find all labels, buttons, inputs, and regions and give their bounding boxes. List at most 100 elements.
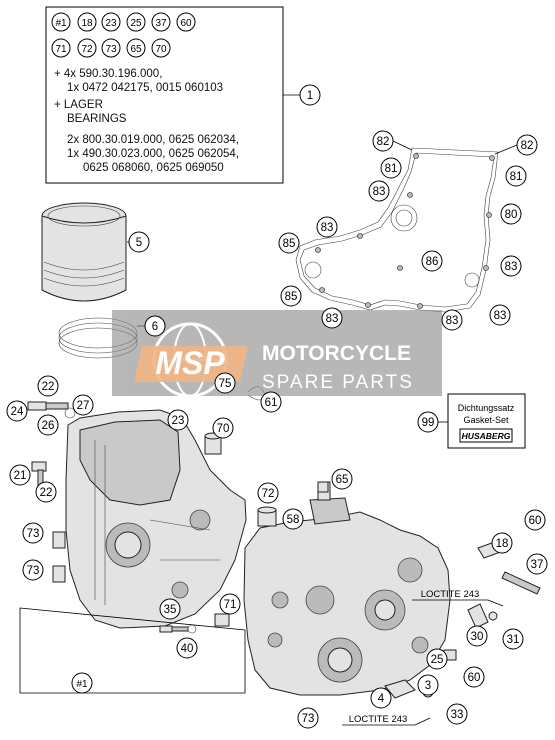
callout-4: 4 xyxy=(370,687,392,709)
watermark-subtitle: SPARE PARTS xyxy=(262,372,414,393)
callout-number: 21 xyxy=(14,470,27,482)
callout-73c: 73 xyxy=(297,707,319,729)
callout-number: 3 xyxy=(425,680,431,692)
callout-37: 37 xyxy=(526,553,548,575)
kit-ref: 37 xyxy=(155,18,167,29)
callout-number: 83 xyxy=(505,261,518,273)
kit-row-1: #1 18 23 25 37 60 xyxy=(51,12,196,32)
kit-line: BEARINGS xyxy=(67,113,127,125)
callout-number: 73 xyxy=(27,528,40,540)
callout-24: 24 xyxy=(6,400,28,422)
right-crankcase-drawing xyxy=(243,481,451,696)
callout-70: 70 xyxy=(212,417,234,439)
callout-60b: 60 xyxy=(463,666,485,688)
callout-99: 99 xyxy=(417,411,439,433)
callout-number: 60 xyxy=(468,672,481,684)
kit-line: 2x 800.30.019.000, 0625 062034, xyxy=(67,134,239,146)
gasket-set-line2: Gasket-Set xyxy=(463,415,509,425)
callout-72: 72 xyxy=(257,482,279,504)
callout-number: 85 xyxy=(285,291,298,303)
callout-18: 18 xyxy=(491,532,513,554)
watermark: MSP MOTORCYCLE SPARE PARTS xyxy=(112,310,442,398)
callout-number: 1 xyxy=(307,90,313,102)
callouts: 1 5 6 82 82 81 81 83 80 83 85 86 83 85 8… xyxy=(6,84,548,729)
callout-3: 3 xyxy=(417,674,439,696)
callout-31: 31 xyxy=(502,628,524,650)
callout-82b: 82 xyxy=(516,134,538,156)
callout-83d: 83 xyxy=(321,307,343,329)
callout-number: 83 xyxy=(373,186,386,198)
kit-line: 1x 0472 042175, 0015 060103 xyxy=(67,82,223,94)
callout-number: 26 xyxy=(42,420,55,432)
callout-number: 24 xyxy=(11,406,24,418)
callout-65: 65 xyxy=(331,468,353,490)
callout-number: 82 xyxy=(377,136,390,148)
callout-5: 5 xyxy=(128,231,150,253)
callout-number: 81 xyxy=(510,171,523,183)
callout-number: 31 xyxy=(507,634,520,646)
callout-number: 82 xyxy=(521,140,534,152)
callout-number: 83 xyxy=(494,310,507,322)
callout-number: 60 xyxy=(529,515,542,527)
kit-ref: #1 xyxy=(55,18,67,29)
callout-number: 5 xyxy=(136,237,142,249)
kit-ref: 72 xyxy=(81,44,93,55)
callout-61: 61 xyxy=(260,391,282,413)
callout-6: 6 xyxy=(144,315,166,337)
callout-25: 25 xyxy=(426,648,448,670)
callout-80: 80 xyxy=(500,203,522,225)
callout-83a: 83 xyxy=(368,180,390,202)
watermark-logo: MSP xyxy=(155,345,225,381)
callout-75: 75 xyxy=(214,372,236,394)
loctite-label-top: LOCTITE 243 xyxy=(421,589,480,600)
callout-number: 35 xyxy=(164,604,177,616)
callout-22b: 22 xyxy=(35,481,57,503)
kit-ref: 25 xyxy=(130,18,142,29)
callout-number: 73 xyxy=(27,565,40,577)
callout-83b: 83 xyxy=(316,216,338,238)
gasket-set-line1: Dichtungssatz xyxy=(458,403,515,413)
callout-number: 33 xyxy=(451,709,464,721)
kit-ref: 65 xyxy=(130,44,142,55)
callout-number: 27 xyxy=(77,400,90,412)
callout-23: 23 xyxy=(167,409,189,431)
small-parts-drawing xyxy=(27,386,541,699)
loctite-label-bottom: LOCTITE 243 xyxy=(349,714,408,725)
kit-ref: 23 xyxy=(105,18,117,29)
callout-number: 70 xyxy=(217,423,230,435)
callout-58: 58 xyxy=(282,508,304,530)
callout-number: 58 xyxy=(287,514,300,526)
piston-drawing xyxy=(41,202,130,302)
callout-number: 22 xyxy=(40,487,53,499)
callout-number: 25 xyxy=(431,654,444,666)
callout-number: 18 xyxy=(496,538,509,550)
callout-35: 35 xyxy=(159,598,181,620)
kit-ref: 18 xyxy=(81,18,93,29)
callout-83e: 83 xyxy=(441,309,463,331)
callout-number: 73 xyxy=(302,713,315,725)
callout-86: 86 xyxy=(421,250,443,272)
kit-line: + LAGER xyxy=(54,99,103,111)
callout-number: 71 xyxy=(224,599,237,611)
callout-73b: 73 xyxy=(22,559,44,581)
callout-85a: 85 xyxy=(278,232,300,254)
callout-number: 30 xyxy=(471,631,484,643)
gasket-set-brand-logo: HUSABERG xyxy=(462,431,511,441)
callout-26: 26 xyxy=(37,414,59,436)
callout-73a: 73 xyxy=(22,522,44,544)
callout-number: 72 xyxy=(262,488,275,500)
callout-number: 22 xyxy=(42,381,55,393)
callout-number: #1 xyxy=(76,679,88,690)
callout-30: 30 xyxy=(466,625,488,647)
callout-kit-1: #1 xyxy=(71,672,93,694)
callout-81b: 81 xyxy=(505,165,527,187)
callout-number: 61 xyxy=(265,397,278,409)
callout-number: 40 xyxy=(181,643,194,655)
callout-83c: 83 xyxy=(500,255,522,277)
callout-number: 37 xyxy=(531,559,544,571)
callout-number: 65 xyxy=(336,474,349,486)
callout-27: 27 xyxy=(72,394,94,416)
kit-ref: 71 xyxy=(55,44,67,55)
gasket-set-box: Dichtungssatz Gasket-Set HUSABERG xyxy=(447,393,526,449)
